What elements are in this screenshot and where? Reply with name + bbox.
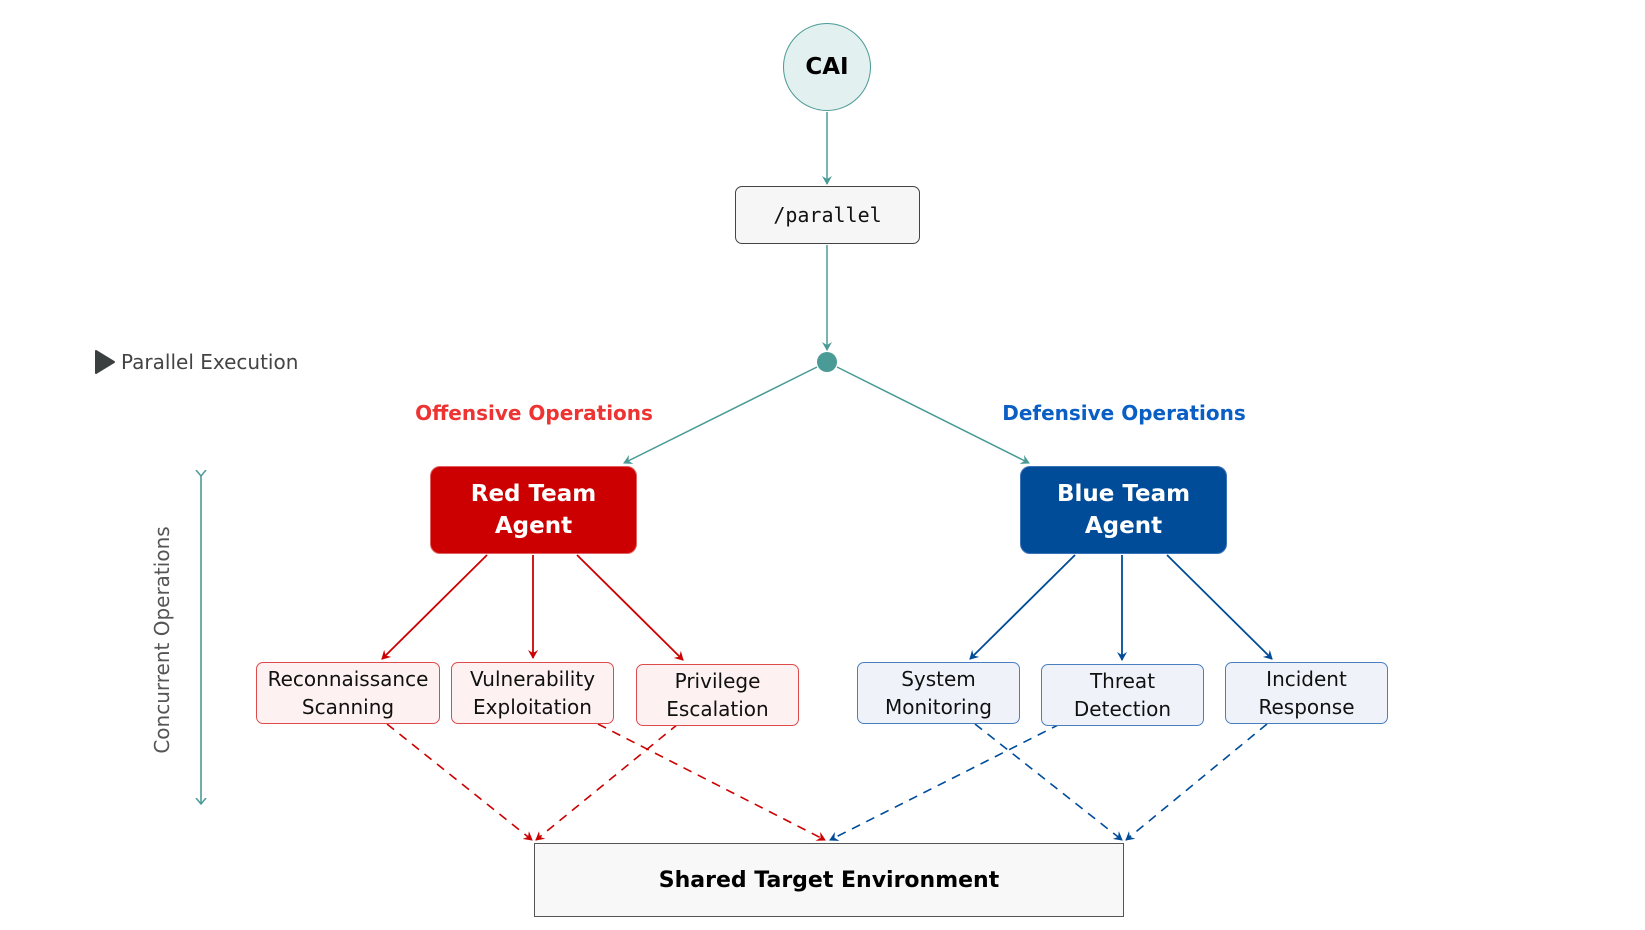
edge-priv-target — [535, 723, 679, 841]
edge-blue-sysmon — [969, 554, 1076, 660]
blue-agent-line2: Agent — [1084, 513, 1163, 539]
red-agent-line1: Red Team — [470, 481, 597, 507]
task-line1: Incident — [1266, 667, 1347, 691]
parallel-command-node[interactable]: /parallel — [735, 186, 920, 244]
defensive-operations-heading: Defensive Operations — [1002, 401, 1246, 425]
task-line2: Escalation — [666, 697, 769, 721]
task-line1: Privilege — [674, 669, 761, 693]
edge-fork-red — [623, 366, 818, 464]
concurrent-operations-label: Concurrent Operations — [150, 526, 174, 754]
edge-fork-blue — [836, 366, 1030, 464]
task-line2: Response — [1258, 695, 1355, 719]
task-line2: Scanning — [301, 695, 395, 719]
edge-sysmon-target — [974, 723, 1123, 841]
parallel-execution-label: Parallel Execution — [121, 350, 299, 374]
shared-target-label: Shared Target Environment — [658, 867, 1000, 893]
edge-red-priv — [576, 554, 684, 661]
task-incident-response[interactable]: Incident Response — [1225, 662, 1388, 724]
cai-node[interactable]: CAI — [783, 23, 871, 111]
shared-target-environment-node[interactable]: Shared Target Environment — [534, 843, 1124, 917]
task-line1: System — [901, 667, 976, 691]
task-reconnaissance-scanning[interactable]: Reconnaissance Scanning — [256, 662, 440, 724]
task-line1: Vulnerability — [469, 667, 596, 691]
task-line1: Reconnaissance — [267, 667, 429, 691]
task-privilege-escalation[interactable]: Privilege Escalation — [636, 664, 799, 726]
edge-threat-target — [829, 723, 1061, 841]
blue-team-agent-node[interactable]: Blue Team Agent — [1020, 466, 1227, 554]
edge-blue-incident — [1166, 554, 1273, 660]
blue-agent-line1: Blue Team — [1056, 481, 1191, 507]
task-system-monitoring[interactable]: System Monitoring — [857, 662, 1020, 724]
red-agent-line2: Agent — [494, 513, 573, 539]
parallel-command-label: /parallel — [773, 203, 882, 227]
edge-red-recon — [381, 554, 488, 660]
red-team-agent-node[interactable]: Red Team Agent — [430, 466, 637, 554]
edge-incident-target — [1125, 723, 1268, 841]
task-line2: Monitoring — [885, 695, 992, 719]
play-icon — [95, 350, 115, 374]
task-line2: Exploitation — [473, 695, 592, 719]
offensive-operations-heading: Offensive Operations — [415, 401, 653, 425]
task-threat-detection[interactable]: Threat Detection — [1041, 664, 1204, 726]
cai-label: CAI — [805, 54, 849, 80]
task-line2: Detection — [1073, 697, 1172, 721]
edge-vuln-target — [597, 723, 826, 841]
task-vulnerability-exploitation[interactable]: Vulnerability Exploitation — [451, 662, 614, 724]
edge-recon-target — [386, 723, 533, 841]
fork-node — [817, 352, 837, 372]
task-line1: Threat — [1089, 669, 1156, 693]
